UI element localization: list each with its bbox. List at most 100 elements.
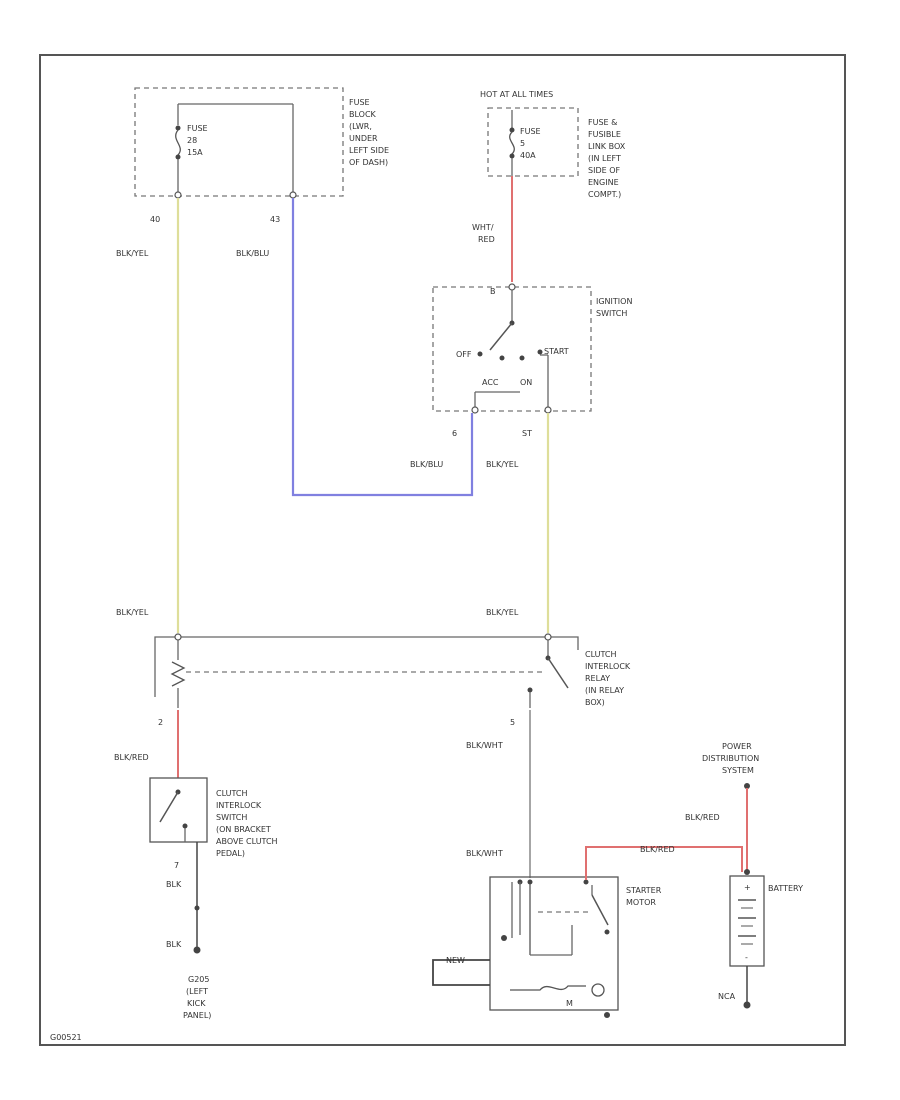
fusible-link-label-1: FUSE & bbox=[588, 118, 617, 127]
wire-label-blk-yel-1: BLK/YEL bbox=[116, 249, 149, 258]
fuse-28-line-1: FUSE bbox=[187, 124, 208, 133]
pds-terminal bbox=[744, 783, 750, 789]
starter-winding bbox=[510, 985, 586, 991]
relay-pin-left bbox=[174, 633, 182, 641]
fuse-block-outline bbox=[134, 87, 344, 197]
ignition-contact-start bbox=[537, 349, 543, 355]
clutch-switch-label-5: ABOVE CLUTCH bbox=[216, 837, 278, 846]
ignition-contact-on bbox=[519, 355, 525, 361]
battery-pos: + bbox=[744, 883, 751, 892]
wire-blk-blu bbox=[291, 198, 474, 497]
fusible-link-label-6: ENGINE bbox=[588, 178, 619, 187]
relay-coil-symbol bbox=[170, 661, 186, 687]
ignition-pin-b bbox=[508, 283, 516, 291]
starter-new-terminal-wire bbox=[432, 959, 490, 986]
figure-id: G00521 bbox=[50, 1033, 82, 1042]
ground-connector bbox=[194, 905, 200, 911]
ignition-pin-st bbox=[544, 406, 552, 414]
ignition-pos-start: START bbox=[544, 347, 569, 356]
ignition-label-2: SWITCH bbox=[596, 309, 627, 318]
fusible-link-box: HOT AT ALL TIMES FUSE 5 40A FUSE & FUSIB… bbox=[480, 90, 626, 199]
battery-ground-terminal bbox=[743, 1001, 751, 1009]
pds-label-3: SYSTEM bbox=[722, 766, 754, 775]
ground-label-1: G205 bbox=[188, 975, 209, 984]
wire-blk-red-starter bbox=[585, 846, 743, 880]
ignition-pin-6 bbox=[471, 406, 479, 414]
diagram-frame bbox=[39, 54, 846, 1046]
clutch-switch-pin-7-label: 7 bbox=[174, 861, 179, 870]
fusible-link-label-7: COMPT.) bbox=[588, 190, 621, 199]
starter-new-label: NEW bbox=[446, 956, 465, 965]
clutch-switch-label-6: PEDAL) bbox=[216, 849, 245, 858]
fusible-link-label-3: LINK BOX bbox=[588, 142, 626, 151]
starter-motor-outline bbox=[489, 876, 619, 1011]
fuse-28-line-3: 15A bbox=[187, 148, 203, 157]
clutch-switch-label-3: SWITCH bbox=[216, 813, 247, 822]
ignition-contact-acc bbox=[499, 355, 505, 361]
fuse-block-label-4: UNDER bbox=[349, 134, 378, 143]
fuse-28-symbol bbox=[175, 129, 181, 156]
ignition-label-1: IGNITION bbox=[596, 297, 632, 306]
wire-label-blk-wht-2: BLK/WHT bbox=[466, 849, 503, 858]
starter-label-1: STARTER bbox=[626, 886, 662, 895]
fuse-5-symbol bbox=[509, 131, 515, 155]
fuse-block: FUSE 28 15A FUSE BLOCK (LWR, UNDER LEFT … bbox=[134, 87, 389, 224]
relay-pin-5-label: 5 bbox=[510, 718, 515, 727]
battery-neg: - bbox=[745, 953, 748, 962]
battery: + - BATTERY NCA bbox=[718, 869, 803, 1009]
fuse-block-pin-43 bbox=[289, 191, 297, 199]
hot-at-all-times-label: HOT AT ALL TIMES bbox=[480, 90, 553, 99]
battery-label: BATTERY bbox=[768, 884, 803, 893]
fuse-5-line-3: 40A bbox=[520, 151, 536, 160]
wire-label-blk-2: BLK bbox=[166, 940, 182, 949]
starter-solenoid-contact bbox=[591, 894, 609, 926]
fusible-link-box-outline bbox=[487, 107, 579, 177]
fuse-block-label-3: (LWR, bbox=[349, 122, 372, 131]
wire-label-wht-red-1: WHT/ bbox=[472, 223, 494, 232]
wire-label-wht-red-2: RED bbox=[478, 235, 495, 244]
fusible-link-label-2: FUSIBLE bbox=[588, 130, 621, 139]
clutch-switch-label-2: INTERLOCK bbox=[216, 801, 262, 810]
starter-label-2: MOTOR bbox=[626, 898, 656, 907]
fuse-block-label-6: OF DASH) bbox=[349, 158, 388, 167]
ground-label-3: KICK bbox=[187, 999, 206, 1008]
ignition-switch: B OFF START ACC ON IGNITION SWITCH 6 ST bbox=[432, 283, 632, 438]
clutch-switch-blade bbox=[159, 791, 179, 823]
fusible-link-label-4: (IN LEFT bbox=[588, 154, 621, 163]
pin-label-43: 43 bbox=[270, 215, 280, 224]
ignition-pin-6-label: 6 bbox=[452, 429, 457, 438]
clutch-switch-label-1: CLUTCH bbox=[216, 789, 248, 798]
fuse-block-label-5: LEFT SIDE bbox=[349, 146, 389, 155]
fuse-block-label-2: BLOCK bbox=[349, 110, 377, 119]
wire-label-blk-red-2: BLK/RED bbox=[685, 813, 720, 822]
relay-contact-blade bbox=[547, 657, 569, 689]
wire-label-blk-yel-2: BLK/YEL bbox=[486, 460, 519, 469]
relay-pin-2-label: 2 bbox=[158, 718, 163, 727]
relay-label-4: (IN RELAY bbox=[585, 686, 624, 695]
ground-g205-label: G205 (LEFT KICK PANEL) bbox=[183, 975, 211, 1020]
battery-ground-label: NCA bbox=[718, 992, 736, 1001]
clutch-switch-outline bbox=[149, 777, 208, 843]
ignition-pos-on: ON bbox=[520, 378, 532, 387]
ignition-pin-st-label: ST bbox=[522, 429, 532, 438]
starter-motor: M STARTER MOTOR NEW bbox=[432, 876, 662, 1018]
relay-label-5: BOX) bbox=[585, 698, 605, 707]
ground-g205-terminal bbox=[193, 946, 201, 954]
ground-label-2: (LEFT bbox=[186, 987, 208, 996]
relay-pin-right bbox=[544, 633, 552, 641]
power-distribution-system: POWER DISTRIBUTION SYSTEM bbox=[702, 742, 759, 789]
wire-label-blk-blu-2: BLK/BLU bbox=[410, 460, 443, 469]
clutch-interlock-switch: CLUTCH INTERLOCK SWITCH (ON BRACKET ABOV… bbox=[149, 777, 278, 870]
pds-label-1: POWER bbox=[722, 742, 752, 751]
starter-motor-m: M bbox=[566, 999, 573, 1008]
wire-label-blk-red-1: BLK/RED bbox=[114, 753, 149, 762]
ignition-pos-acc: ACC bbox=[482, 378, 499, 387]
ignition-contact-off bbox=[477, 351, 483, 357]
fuse-block-label-1: FUSE bbox=[349, 98, 370, 107]
clutch-switch-label-4: (ON BRACKET bbox=[216, 825, 271, 834]
wire-label-blk-red-3: BLK/RED bbox=[640, 845, 675, 854]
wire-label-blk-wht-1: BLK/WHT bbox=[466, 741, 503, 750]
relay-label-1: CLUTCH bbox=[585, 650, 617, 659]
ignition-pos-off: OFF bbox=[456, 350, 472, 359]
